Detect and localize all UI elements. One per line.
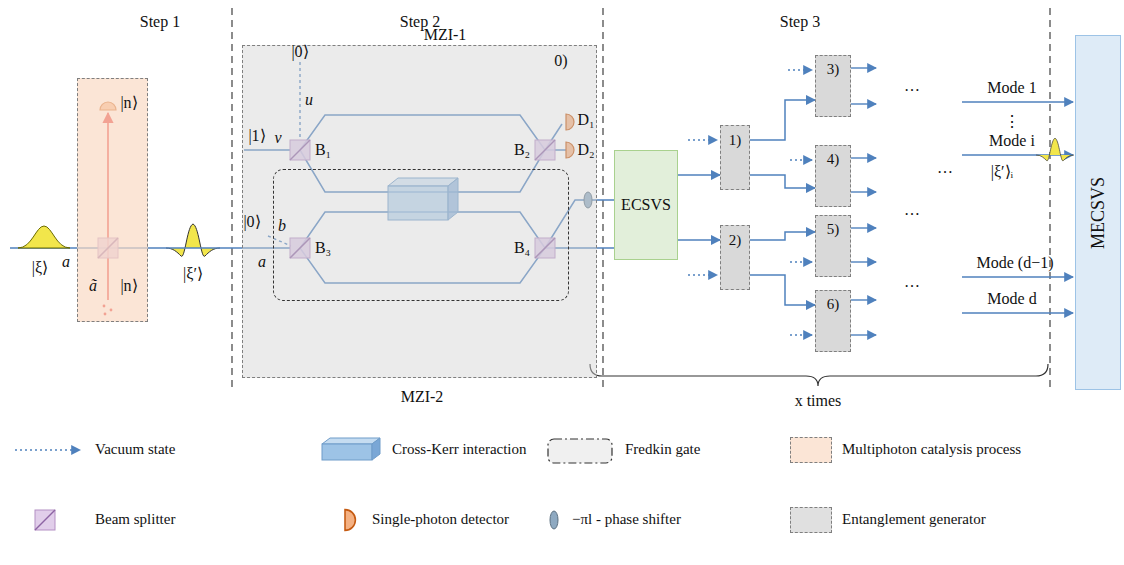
- node-label: |n⟩: [120, 277, 137, 295]
- entanglement-generator: 6): [815, 290, 851, 352]
- node-label: 3): [827, 61, 840, 78]
- diagram-label: Mode d: [987, 290, 1036, 308]
- diagram-label: B₂: [514, 141, 530, 159]
- catalysis-box: |n⟩ ã |n⟩: [77, 78, 148, 322]
- fredkin-gate: MZI-2: [273, 169, 569, 301]
- diagram-label: Step 1: [140, 13, 180, 31]
- state-label: |ξ′⟩: [183, 265, 203, 283]
- entanglement-generator: 5): [815, 215, 851, 277]
- diagram-label: x times: [795, 392, 842, 410]
- legend-swatch: [790, 507, 832, 533]
- node-label: ECSVS: [621, 196, 671, 214]
- entanglement-generator: 3): [815, 55, 851, 117]
- legend-text: Single-photon detector: [372, 511, 509, 528]
- diagram-label: Mode i: [989, 132, 1035, 150]
- node-label: 6): [827, 296, 840, 313]
- legend-text: Vacuum state: [95, 441, 175, 458]
- legend-swatch: [790, 437, 832, 463]
- legend-text: Cross-Kerr interaction: [392, 441, 527, 458]
- legend-text: Fredkin gate: [625, 441, 700, 458]
- diagram-label: B₃: [315, 239, 331, 257]
- node-label: 5): [827, 221, 840, 238]
- diagram-label: …: [937, 159, 953, 177]
- entanglement-generator: 1): [720, 125, 750, 190]
- entanglement-generator: MZI-2 0): [242, 45, 597, 378]
- node-label: ã: [89, 277, 97, 295]
- legend-text: Beam splitter: [95, 511, 175, 528]
- node-label: 1): [729, 132, 742, 149]
- beam-connector: [750, 275, 815, 305]
- node-label: MZI-2: [401, 388, 444, 406]
- node-label: 4): [827, 151, 840, 168]
- ecsvs-box: ECSVS: [614, 150, 678, 260]
- diagram-label: |1⟩: [248, 127, 265, 145]
- diagram-label: B₁: [315, 141, 331, 159]
- diagram-label: Step 3: [780, 13, 820, 31]
- diagram-label: Mode (d−1): [976, 254, 1053, 272]
- diagram-label: Mode 1: [987, 79, 1036, 97]
- diagram-label: …: [904, 273, 920, 291]
- beam-connector: [750, 175, 815, 188]
- legend-text: Entanglement generator: [842, 511, 986, 528]
- step-dividers: [232, 8, 1050, 392]
- beam-connector: [750, 100, 815, 140]
- legend-text: Multiphoton catalysis process: [842, 441, 1021, 458]
- node-label: MECSVS: [1088, 176, 1109, 248]
- node-label: 0): [554, 52, 567, 70]
- beam-connector: [597, 247, 614, 249]
- beam-connector: [678, 239, 720, 241]
- diagram-label: b: [278, 217, 286, 235]
- mecsvs-box: MECSVS: [1075, 35, 1121, 390]
- diagram-label: a: [258, 253, 266, 271]
- diagram-label: u: [305, 91, 313, 109]
- diagram-label: a: [62, 253, 70, 271]
- diagram-label: |ξ⟩: [32, 259, 48, 277]
- legend-text: −πl - phase shifter: [572, 511, 681, 528]
- diagram-label: ⋮: [1004, 113, 1020, 131]
- diagram-label: MZI-1: [424, 26, 467, 44]
- diagram-label: |0⟩: [243, 213, 260, 231]
- step3-lines: [688, 68, 1073, 335]
- diagram-label: …: [904, 201, 920, 219]
- beam-connector: [148, 247, 242, 249]
- diagram-label: B₄: [514, 239, 530, 257]
- legend-icons: [15, 438, 612, 530]
- entanglement-generator: 4): [815, 145, 851, 207]
- diagram-label: v: [274, 129, 281, 147]
- beam-connector: [678, 174, 720, 176]
- beam-connector: [597, 199, 614, 201]
- beam-connector: [750, 232, 815, 240]
- diagram-label: D₁: [577, 111, 594, 129]
- entanglement-generator: 2): [720, 225, 750, 290]
- diagram-label: |0⟩: [291, 43, 308, 61]
- diagram-label: D₂: [577, 141, 594, 159]
- diagram-label: |ξ′⟩ᵢ: [991, 163, 1013, 181]
- node-label: |n⟩: [120, 94, 137, 112]
- diagram-label: …: [904, 77, 920, 95]
- repeat-brace: [590, 364, 1048, 386]
- node-label: 2): [729, 232, 742, 249]
